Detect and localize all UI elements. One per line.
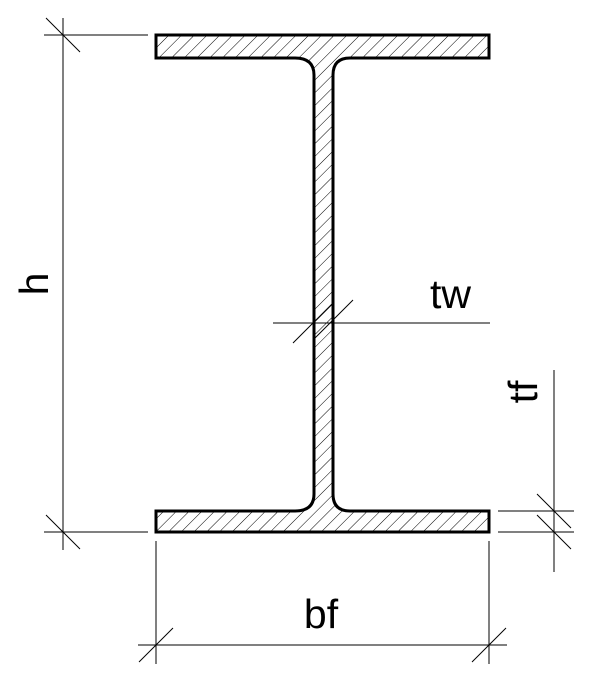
flange-thickness-tick-bottom — [536, 514, 572, 550]
web-thickness-tick-left — [292, 301, 335, 344]
height-dimension: h — [11, 17, 148, 550]
web-thickness-label: tw — [430, 271, 471, 317]
web-thickness-tick-right — [312, 299, 354, 341]
i-beam-section — [154, 33, 491, 534]
web-thickness-dimension: tw — [273, 271, 490, 344]
flange-thickness-tick-top — [536, 493, 572, 529]
flange-width-label: bf — [304, 591, 339, 637]
height-tick-top — [45, 17, 81, 53]
flange-width-dimension: bf — [138, 541, 507, 664]
flange-width-tick-right — [471, 627, 507, 663]
flange-thickness-label: tf — [500, 380, 546, 403]
flange-width-tick-left — [138, 627, 174, 663]
height-label: h — [11, 273, 57, 296]
height-tick-bottom — [45, 514, 81, 550]
flange-thickness-dimension: tf — [498, 370, 574, 572]
